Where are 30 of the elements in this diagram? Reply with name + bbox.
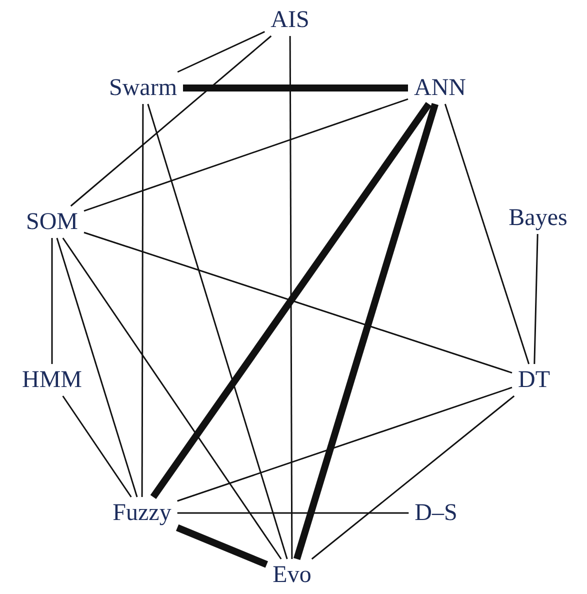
node-label: D–S [412, 500, 460, 526]
connector-line [177, 31, 265, 73]
connector-line [444, 104, 530, 364]
connector-line [56, 238, 138, 498]
connector-line [51, 238, 53, 364]
connector-line [177, 512, 409, 514]
connector-line [84, 98, 408, 212]
connector-line [70, 35, 272, 207]
connector-line [150, 102, 432, 499]
connector-line [534, 234, 538, 364]
node-label: Fuzzy [110, 500, 174, 526]
connector-line [311, 395, 515, 560]
node-label: SOM [22, 209, 82, 235]
node-label: Evo [270, 562, 314, 588]
connector-line [289, 36, 293, 559]
connector-line [183, 84, 408, 92]
connector-line [62, 396, 132, 498]
connector-line [62, 238, 282, 560]
connector-line [147, 104, 288, 560]
node-label: ANN [411, 75, 469, 101]
connector-line [294, 102, 438, 560]
connector-line [84, 232, 512, 374]
node-label: Swarm [106, 75, 180, 101]
node-label: DT [515, 367, 553, 393]
connector-line [177, 386, 512, 502]
node-label: Bayes [506, 205, 570, 231]
connector-line [176, 524, 268, 568]
connector-line [141, 104, 144, 497]
node-label: HMM [19, 367, 85, 393]
node-label: AIS [268, 7, 312, 33]
